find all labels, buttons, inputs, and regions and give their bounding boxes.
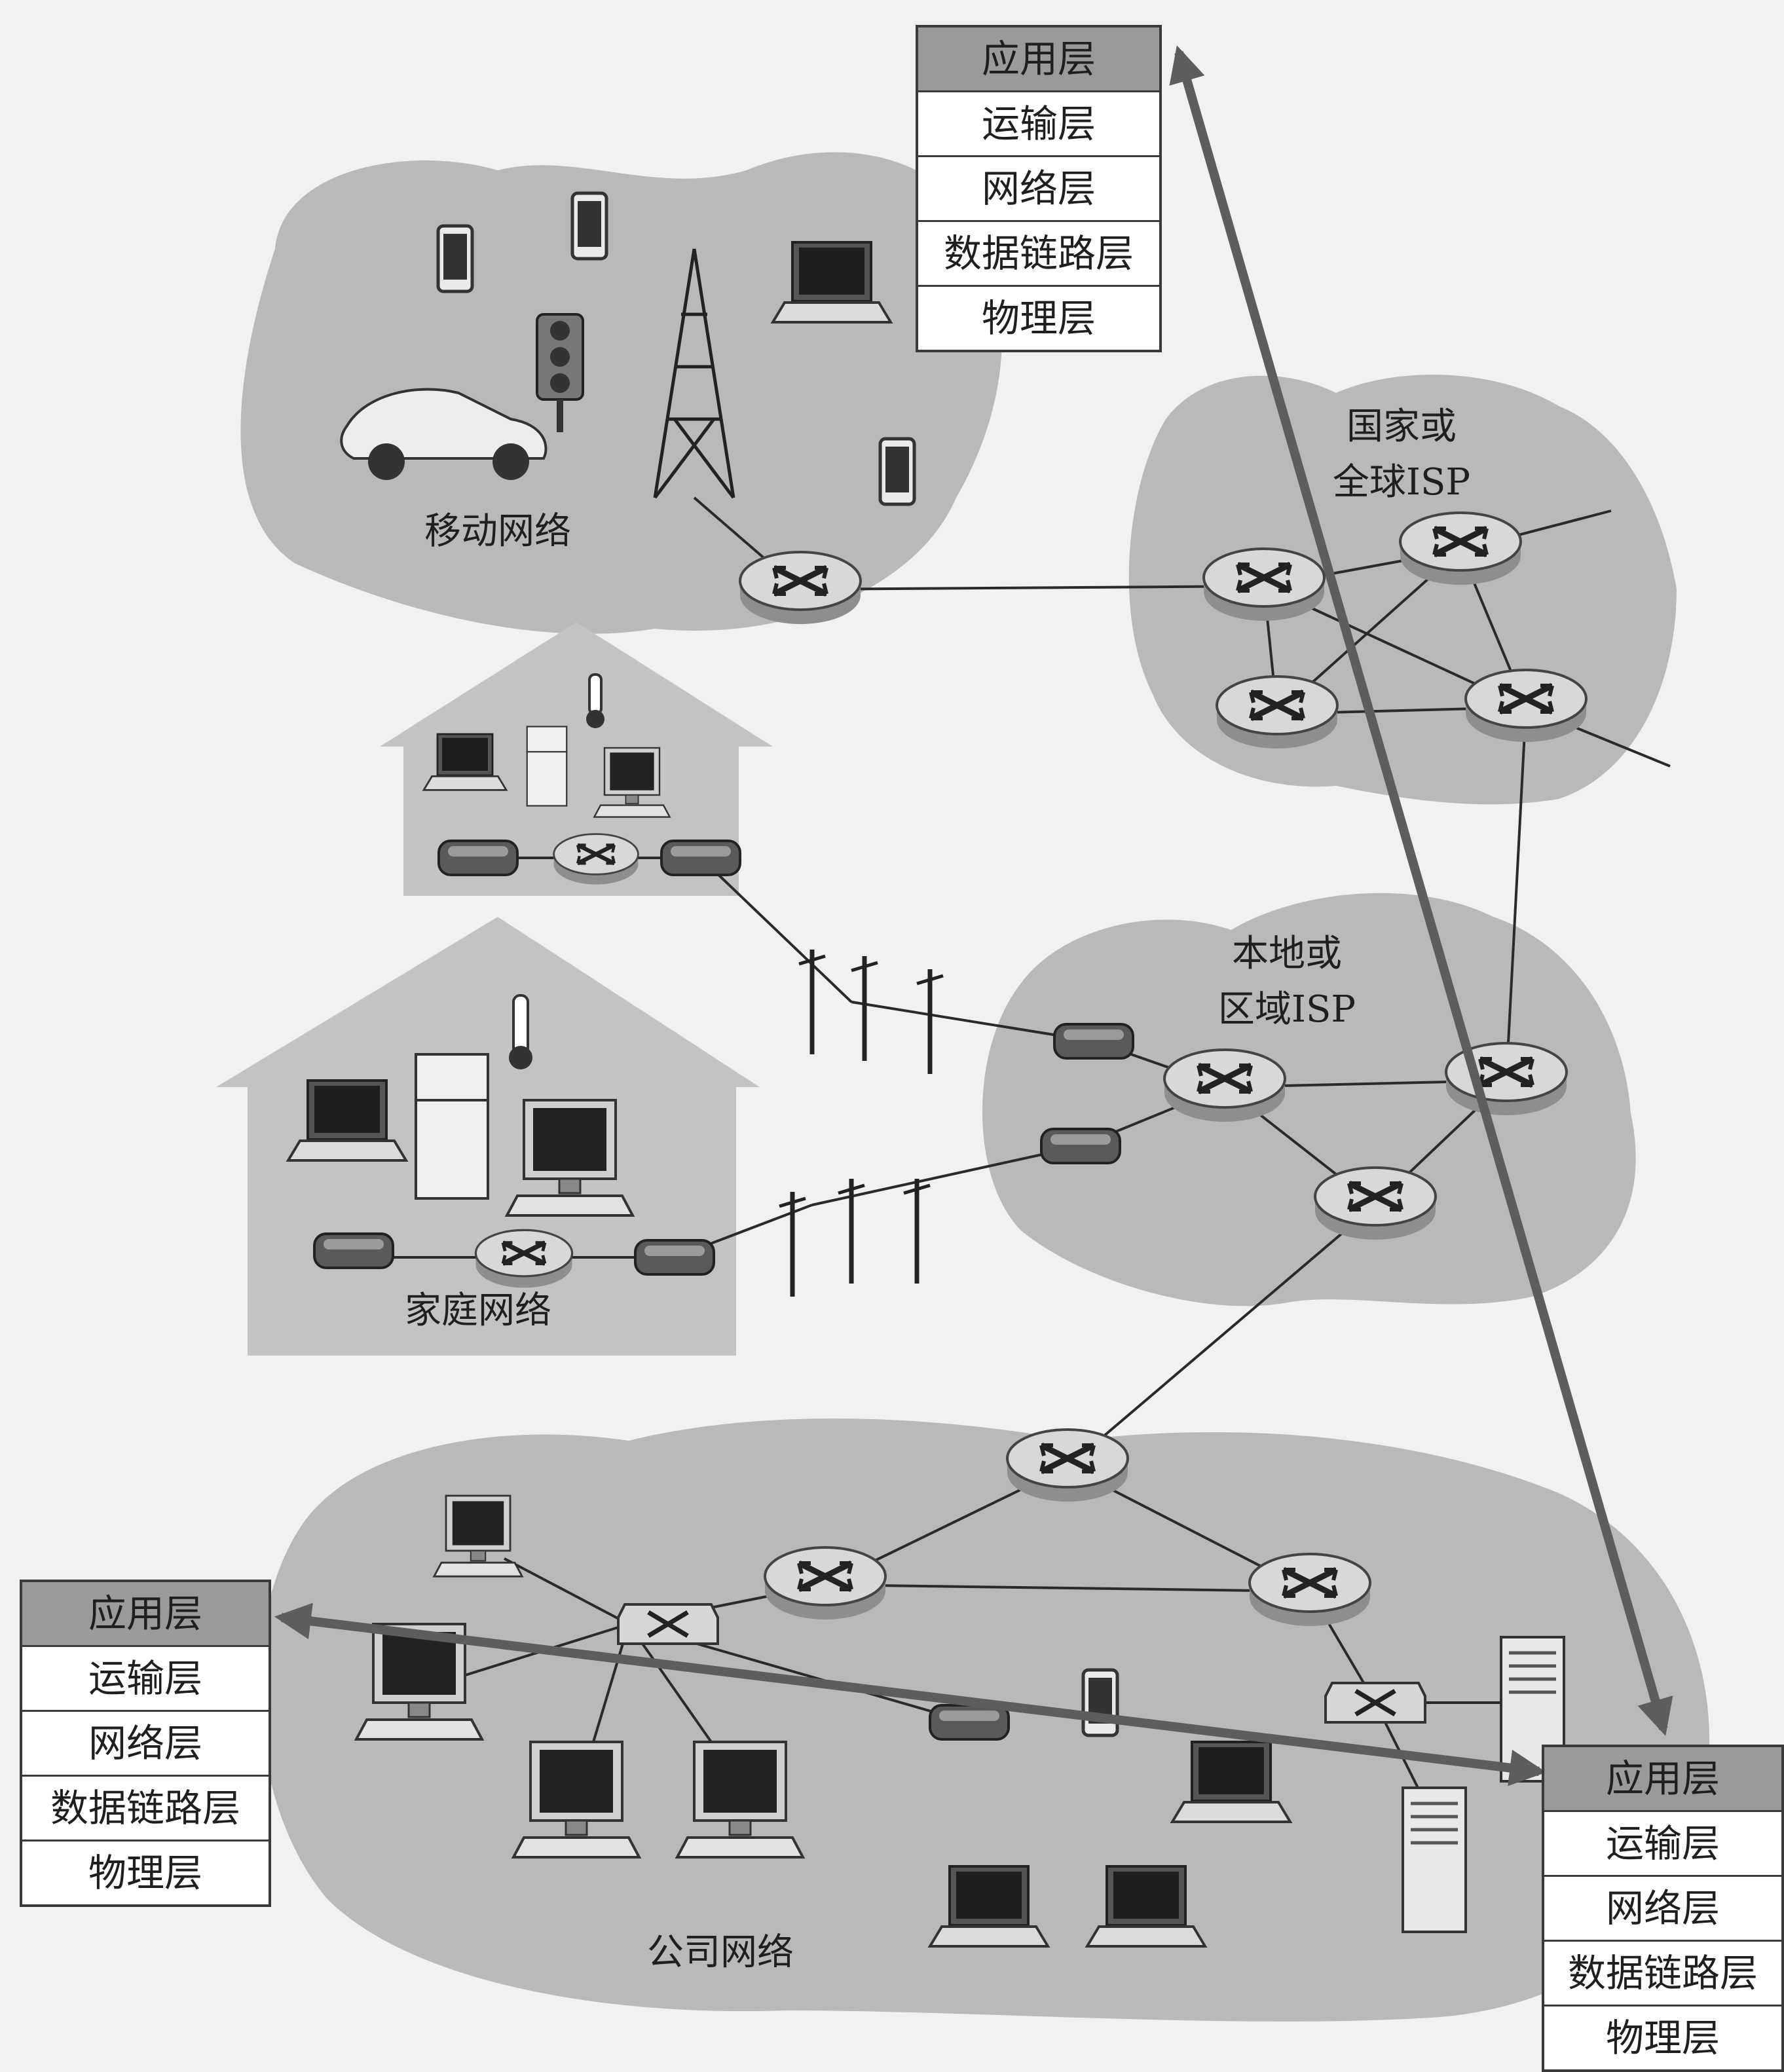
global-isp-label-line1: 国家或 bbox=[1347, 405, 1457, 448]
phone-icon bbox=[572, 193, 606, 259]
global-isp-router-4 bbox=[1466, 670, 1586, 742]
end-to-end-arrow-horizontal bbox=[274, 1602, 1547, 1786]
upper-home-access-point bbox=[437, 840, 519, 876]
global-isp-router-1 bbox=[1204, 549, 1324, 621]
transport-layer: 运输层 bbox=[918, 92, 1159, 157]
thermometer-icon bbox=[586, 673, 604, 728]
regional-isp-router-1 bbox=[1164, 1050, 1285, 1122]
physical-layer: 物理层 bbox=[88, 1851, 202, 1895]
phone-icon bbox=[880, 439, 914, 504]
cell-tower-icon bbox=[653, 248, 735, 499]
upper-house bbox=[380, 622, 773, 896]
enterprise-network-label: 公司网络 bbox=[647, 1931, 794, 1974]
phone-icon bbox=[438, 226, 472, 291]
home-network-label: 家庭网络 bbox=[405, 1289, 551, 1332]
regional-isp-router-3 bbox=[1315, 1168, 1436, 1240]
desktop-icon bbox=[512, 1741, 641, 1859]
physical-layer: 物理层 bbox=[1605, 2016, 1720, 2060]
mobile-network-cloud bbox=[240, 152, 1002, 634]
protocol-stack-top: 应用层 运输层 网络层 数据链路层 物理层 bbox=[916, 25, 1162, 352]
pole-icon bbox=[851, 956, 878, 1061]
enterprise-router-3 bbox=[1250, 1554, 1370, 1626]
enterprise-access-point bbox=[929, 1704, 1010, 1741]
regional-isp-label-line1: 本地或 bbox=[1232, 933, 1342, 975]
application-layer: 应用层 bbox=[22, 1582, 269, 1647]
upper-home-router bbox=[554, 834, 639, 885]
regional-isp-label-line2: 区域ISP bbox=[1218, 988, 1356, 1031]
global-isp-router-2 bbox=[1400, 513, 1521, 585]
enterprise-switch-right bbox=[1326, 1683, 1425, 1722]
traffic-light-icon bbox=[536, 313, 584, 432]
protocol-stack-bottom-right: 应用层 运输层 网络层 数据链路层 物理层 bbox=[1542, 1745, 1784, 2072]
transport-layer: 运输层 bbox=[22, 1647, 269, 1712]
link-layer: 数据链路层 bbox=[918, 222, 1159, 287]
desktop-icon bbox=[676, 1741, 804, 1859]
mobile-network-label: 移动网络 bbox=[424, 510, 571, 553]
regional-modem-1 bbox=[1053, 1023, 1134, 1060]
enterprise-router-1 bbox=[1007, 1430, 1128, 1502]
pole-icon bbox=[917, 969, 943, 1074]
regional-modem-2 bbox=[1040, 1128, 1121, 1164]
global-isp-router-3 bbox=[1217, 676, 1337, 749]
desktop-icon bbox=[506, 1099, 634, 1217]
link-layer: 数据链路层 bbox=[22, 1777, 269, 1841]
application-layer: 应用层 bbox=[1544, 1747, 1781, 1812]
server-icon bbox=[1403, 1788, 1466, 1932]
global-isp-label-line2: 全球ISP bbox=[1333, 461, 1470, 504]
car-icon bbox=[340, 388, 548, 480]
upper-home-modem bbox=[660, 840, 741, 876]
enterprise-router-2 bbox=[765, 1547, 885, 1619]
fridge-icon bbox=[526, 726, 568, 807]
thermometer-icon bbox=[509, 994, 532, 1069]
pole-icon bbox=[904, 1179, 930, 1284]
desktop-icon bbox=[433, 1494, 523, 1578]
protocol-stack-left: 应用层 运输层 网络层 数据链路层 物理层 bbox=[20, 1580, 271, 1907]
network-layer: 网络层 bbox=[22, 1712, 269, 1777]
mobile-router bbox=[740, 552, 861, 624]
enterprise-switch-left bbox=[618, 1604, 718, 1644]
transport-layer: 运输层 bbox=[1544, 1812, 1781, 1877]
pole-icon bbox=[799, 950, 825, 1054]
application-layer: 应用层 bbox=[918, 28, 1159, 92]
link-layer: 数据链路层 bbox=[1544, 1942, 1781, 2007]
lower-home-modem bbox=[634, 1239, 715, 1276]
physical-layer: 物理层 bbox=[981, 296, 1096, 341]
lower-home-router bbox=[475, 1230, 572, 1287]
network-layer: 网络层 bbox=[1544, 1877, 1781, 1942]
lower-home-access-point bbox=[313, 1232, 394, 1269]
end-to-end-arrow-vertical bbox=[1169, 45, 1673, 1736]
tablet-icon bbox=[1083, 1670, 1117, 1735]
fridge-icon bbox=[415, 1053, 489, 1200]
desktop-icon bbox=[593, 747, 671, 818]
network-layer: 网络层 bbox=[918, 157, 1159, 222]
